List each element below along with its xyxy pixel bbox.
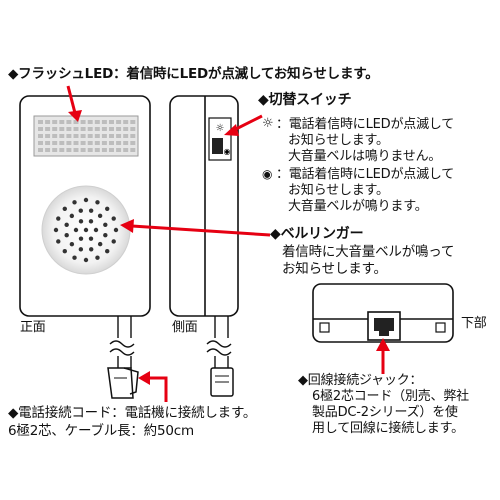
side-view: ☼ ◉ — [169, 95, 239, 397]
bottom-view — [312, 283, 454, 343]
cord-arrow — [138, 371, 168, 402]
front-view — [19, 95, 151, 399]
front-modular-plug — [107, 367, 139, 399]
cord-line-1: ◆電話接続コード：電話機に接続します。 — [8, 405, 257, 421]
side-view-label: 側面 — [172, 320, 198, 335]
jack-line-1: ◆回線接続ジャック： — [298, 373, 423, 388]
flash-arrow — [66, 85, 82, 122]
flash-icon: ☼ — [262, 116, 274, 131]
svg-text:◉: ◉ — [224, 147, 231, 156]
line-jack — [367, 311, 401, 341]
bell-arrow — [120, 219, 271, 237]
front-view-label: 正面 — [20, 320, 46, 335]
jack-line-2: 6極2芯コード（別売、弊社 — [312, 389, 469, 404]
cord-line-2: 6極2芯、ケーブル長：約50cm — [8, 423, 194, 439]
side-cord — [214, 316, 229, 338]
switch-bell-line-2: お知らせします。 — [288, 183, 389, 198]
switch-bell-line-3: 大音量ベルが鳴ります。 — [288, 199, 428, 214]
jack-arrow — [376, 338, 390, 374]
bell-line-2: お知らせします。 — [282, 261, 387, 277]
svg-text:☼: ☼ — [216, 123, 225, 134]
bell-line-1: 着信時に大音量ベルが鳴って — [282, 244, 455, 260]
sound-icon: ◉ — [262, 167, 273, 181]
switch-flash-line-2: お知らせします。 — [288, 133, 389, 148]
front-cord-break — [109, 340, 135, 356]
switch-flash-line-1: ：電話着信時にLEDが点滅して — [276, 117, 455, 132]
bottom-view-label: 下部 — [461, 316, 487, 331]
switch-title: ◆切替スイッチ — [258, 92, 352, 108]
switch-arrow — [224, 114, 263, 136]
led-grid — [38, 120, 136, 152]
bell-title: ◆ベルリンガー — [270, 226, 364, 242]
callout-arrows — [66, 85, 390, 402]
flash-led-callout: ◆フラッシュLED：着信時にLEDが点滅してお知らせします。 — [8, 66, 379, 82]
side-modular-plug — [210, 367, 234, 397]
switch-bell-line-1: ：電話着信時にLEDが点滅して — [276, 167, 455, 182]
speaker-holes — [53, 197, 119, 263]
jack-line-3: 製品DC-2シリーズ）を使 — [312, 405, 458, 420]
jack-line-4: 用して回線に接続します。 — [312, 421, 464, 436]
switch-flash-line-3: 大音量ベルは鳴りません。 — [288, 149, 442, 164]
front-cord — [117, 316, 132, 338]
